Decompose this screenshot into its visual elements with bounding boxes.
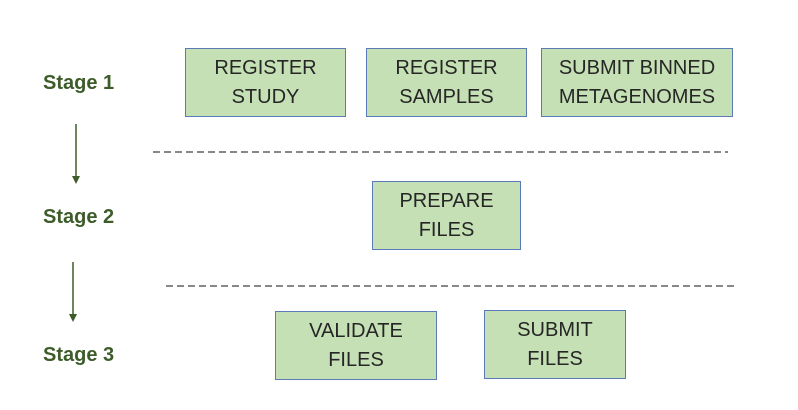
submit-files-text: SUBMIT FILES <box>517 318 593 370</box>
stage-3-label: Stage 3 <box>43 344 115 366</box>
stage-1-label: Stage 1 <box>43 72 115 94</box>
validate-files-box: VALIDATE FILES <box>275 311 437 380</box>
prepare-files-text: PREPARE FILES <box>399 189 494 241</box>
submit-binned-metagenomes-box: SUBMIT BINNED METAGENOMES <box>541 48 733 117</box>
register-samples-text: REGISTER SAMPLES <box>395 56 498 108</box>
submit-binned-metagenomes-text: SUBMIT BINNED METAGENOMES <box>558 56 716 108</box>
register-study-box: REGISTER STUDY <box>185 48 346 117</box>
stage-2-label: Stage 2 <box>43 206 115 228</box>
validate-files-text: VALIDATE FILES <box>309 319 403 371</box>
register-study-text: REGISTER STUDY <box>214 56 317 108</box>
submit-files-box: SUBMIT FILES <box>484 310 626 379</box>
register-samples-box: REGISTER SAMPLES <box>366 48 527 117</box>
prepare-files-box: PREPARE FILES <box>372 181 521 250</box>
